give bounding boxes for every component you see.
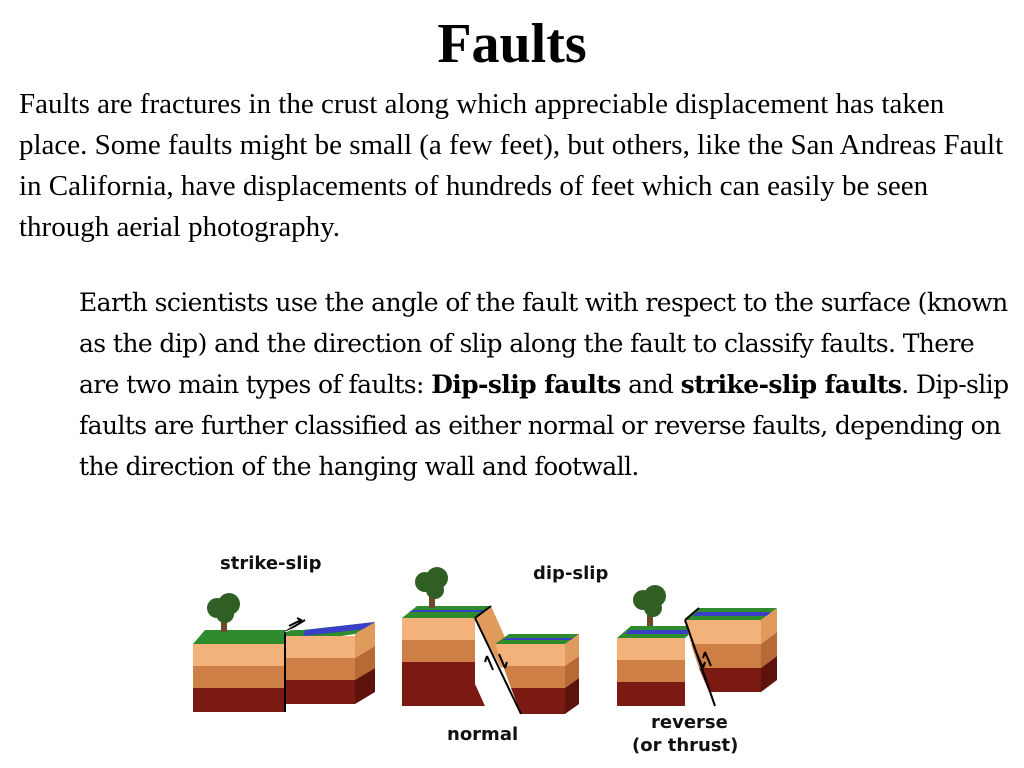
label-or-thrust: (or thrust) [632, 735, 738, 756]
label-dip-slip: dip-slip [533, 563, 608, 584]
classification-paragraph: Earth scientists use the angle of the fa… [79, 282, 1014, 487]
reverse-fault-block [617, 585, 777, 707]
tree-icon [633, 585, 666, 626]
strike-slip-block [193, 593, 375, 712]
paragraph-and: and [620, 370, 681, 399]
intro-paragraph: Faults are fractures in the crust along … [19, 88, 1004, 243]
tree-icon [207, 593, 240, 632]
label-strike-slip: strike-slip [220, 553, 322, 574]
label-reverse: reverse [651, 712, 728, 733]
tree-icon [415, 567, 448, 608]
label-normal: normal [447, 724, 518, 745]
paragraph-text-1: Earth scientists use the angle of the fa… [79, 288, 1008, 399]
page-title: Faults [437, 13, 587, 75]
normal-fault-block [402, 567, 579, 715]
term-dip-slip: Dip-slip faults [431, 370, 621, 399]
paragraph-text-2: . Dip-slip faults are further classified… [79, 370, 1009, 481]
fault-types-diagram: strike-slip dip-slip normal reverse (or … [193, 553, 777, 756]
term-strike-slip: strike-slip faults [680, 370, 902, 399]
